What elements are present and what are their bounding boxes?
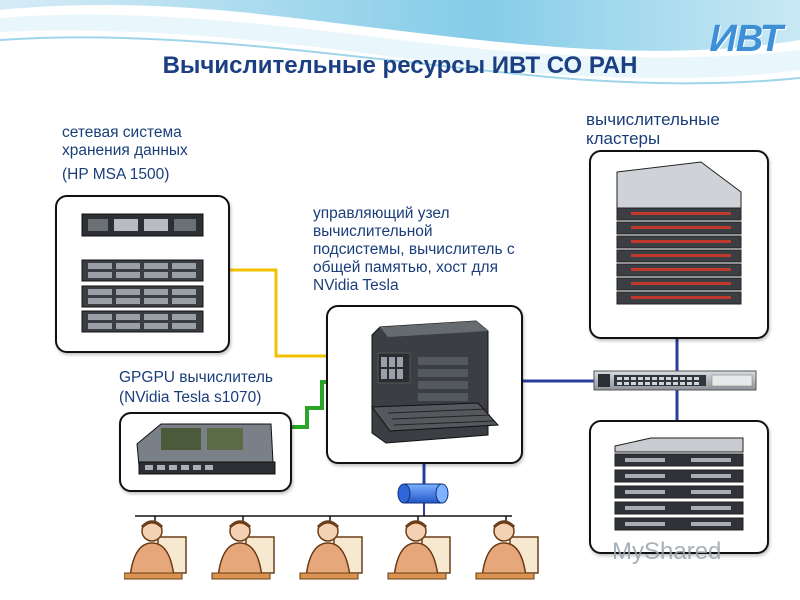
- users-row: [124, 517, 544, 597]
- institute-logo: ИВТ: [709, 18, 783, 60]
- clusters-label-line: вычислительные: [586, 110, 720, 129]
- users-group: [124, 520, 539, 580]
- control-node-label-line: NVidia Tesla: [313, 277, 399, 294]
- network-switch-icon: [593, 370, 757, 391]
- server-workstation-icon: [371, 320, 500, 444]
- gpgpu-label-line: GPGPU вычислитель: [119, 369, 274, 386]
- cluster-box-bottom: [589, 420, 769, 554]
- link-storage-control: [228, 268, 327, 358]
- control-node-label-line: управляющий узел: [313, 205, 450, 222]
- control-node-label-line: вычислительной: [313, 223, 433, 240]
- user-icon: [387, 520, 451, 580]
- control-node-label-line: общей памятью, хост для: [313, 259, 498, 276]
- control-node-label: управляющий узел вычислительной подсисте…: [313, 205, 515, 295]
- user-icon: [299, 520, 363, 580]
- gpu-server-icon: [136, 423, 276, 475]
- watermark: MyShared: [612, 538, 722, 565]
- storage-box: [55, 195, 230, 353]
- storage-label-line: сетевая система: [62, 124, 182, 141]
- storage-array-icon: [81, 213, 204, 333]
- storage-model-label: (HP MSA 1500): [62, 166, 170, 183]
- clusters-label: вычислительные кластеры: [586, 110, 720, 148]
- page-title: Вычислительные ресурсы ИВТ СО РАН: [162, 52, 638, 79]
- link-gpgpu-control: [290, 380, 327, 429]
- hub-icon: [397, 483, 449, 504]
- gpgpu-box: [119, 412, 292, 492]
- control-node-label-line: подсистемы, вычислитель с: [313, 241, 515, 258]
- storage-label-line: хранения данных: [62, 142, 188, 159]
- user-icon: [475, 520, 539, 580]
- control-node-box: [326, 305, 523, 464]
- cluster-box-top: [589, 150, 769, 339]
- rack-servers-icon: [616, 161, 742, 305]
- storage-label: сетевая система хранения данных (HP MSA …: [62, 124, 188, 184]
- rack-servers-icon: [614, 437, 744, 531]
- gpgpu-model-label: (NVidia Tesla s1070): [119, 389, 262, 406]
- gpgpu-label: GPGPU вычислитель (NVidia Tesla s1070): [119, 368, 273, 408]
- user-icon: [124, 520, 187, 580]
- clusters-label-line: кластеры: [586, 129, 661, 148]
- header-swoosh: [0, 0, 800, 85]
- user-icon: [211, 520, 275, 580]
